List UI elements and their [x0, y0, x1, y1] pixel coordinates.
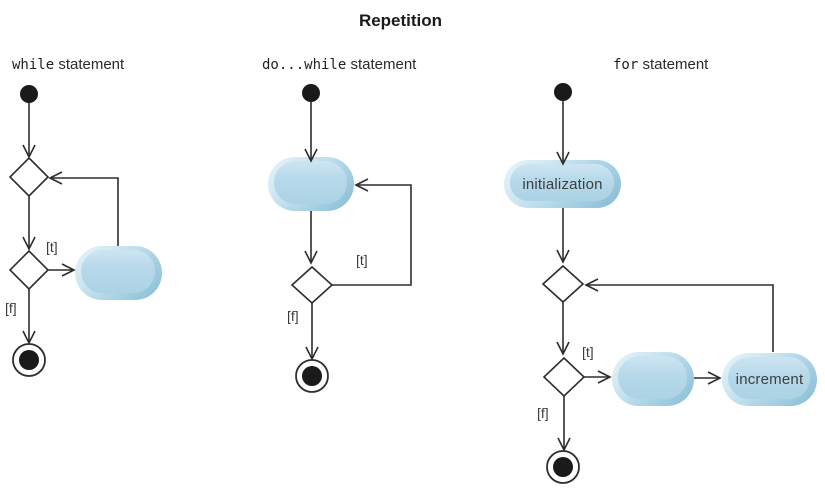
while-arrowhead-4 — [22, 330, 36, 345]
for-init-label: initialization — [522, 175, 603, 193]
while-arrowhead-2 — [22, 236, 36, 251]
dowhile-arrowhead-1 — [304, 148, 318, 163]
for-init-action-node: initialization — [504, 160, 621, 208]
for-arrowhead-3 — [556, 341, 570, 356]
while-loopback-connector — [50, 177, 119, 246]
while-guard-false: [f] — [5, 300, 17, 316]
for-loopback-arrowhead — [584, 278, 599, 292]
for-keyword: for — [613, 57, 639, 73]
for-diagram — [541, 83, 774, 484]
dowhile-final-node-ring — [295, 359, 329, 393]
for-start-node — [554, 83, 572, 101]
dowhile-body-action-node — [268, 157, 354, 211]
dowhile-final-node-dot — [302, 366, 322, 386]
while-merge-diamond — [8, 249, 50, 291]
for-merge-diamond — [542, 356, 586, 398]
for-guard-false: [f] — [537, 405, 549, 421]
while-body-action-node — [75, 246, 162, 300]
dowhile-guard-true: [t] — [356, 252, 368, 268]
dowhile-diagram — [290, 84, 412, 393]
for-increment-action-node: increment — [722, 353, 817, 406]
dowhile-start-node — [302, 84, 320, 102]
for-arrowhead-4 — [597, 370, 612, 384]
while-loopback-arrowhead — [48, 171, 63, 185]
while-final-node-dot — [19, 350, 39, 370]
while-decision-diamond — [8, 156, 50, 198]
page-title: Repetition — [358, 11, 443, 30]
for-arrowhead-1 — [556, 151, 570, 166]
for-section-label: for statement — [613, 56, 708, 73]
while-start-node — [20, 85, 38, 103]
for-arrowhead-5 — [707, 371, 722, 385]
for-label-text: statement — [642, 56, 709, 73]
while-final-node-ring — [12, 343, 46, 377]
for-decision-diamond — [541, 264, 585, 304]
dowhile-guard-false: [f] — [287, 308, 299, 324]
for-arrowhead-2 — [556, 249, 570, 264]
while-diagram — [8, 85, 119, 377]
dowhile-keyword: do...while — [262, 57, 347, 73]
while-section-label: while statement — [12, 56, 124, 73]
for-body-action-node — [612, 352, 694, 406]
for-final-node-ring — [546, 450, 580, 484]
for-loopback-connector — [586, 284, 774, 352]
for-guard-true: [t] — [582, 344, 594, 360]
dowhile-arrowhead-2 — [304, 250, 318, 265]
for-arrowhead-6 — [557, 437, 571, 452]
while-arrowhead-3 — [61, 263, 76, 277]
for-final-node-dot — [553, 457, 573, 477]
dowhile-loopback-connector — [332, 184, 412, 286]
dowhile-arrowhead-3 — [305, 346, 319, 361]
while-guard-true: [t] — [46, 239, 58, 255]
dowhile-loopback-arrowhead — [354, 178, 369, 192]
while-label-text: statement — [58, 56, 125, 73]
dowhile-label-text: statement — [350, 56, 417, 73]
while-keyword: while — [12, 57, 55, 73]
for-increment-label: increment — [735, 371, 804, 388]
dowhile-decision-diamond — [290, 265, 334, 305]
dowhile-section-label: do...while statement — [262, 56, 416, 73]
